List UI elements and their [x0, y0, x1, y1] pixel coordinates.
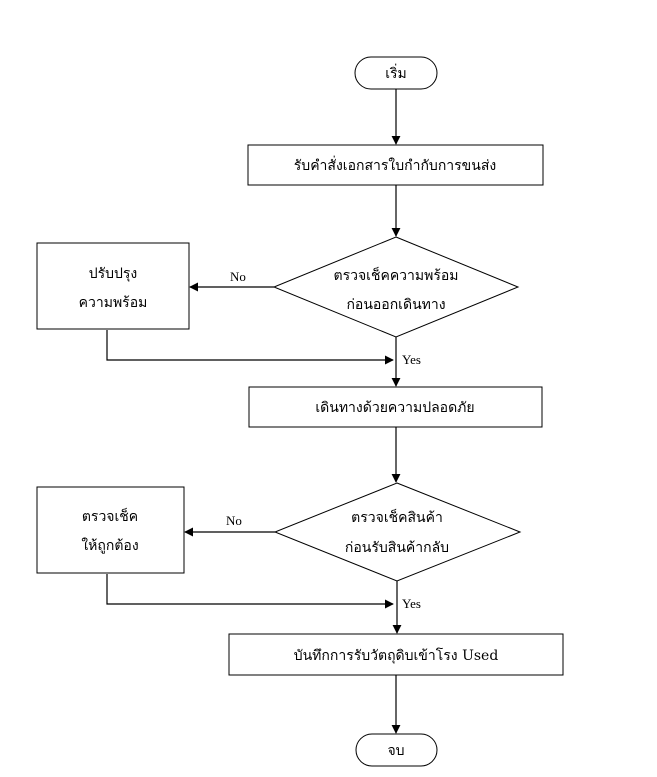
record-receipt-label: บันทึกการรับวัตถุดิบเข้าโรง Used	[294, 647, 499, 664]
check-goods-line-2: ก่อนรับสินค้ากลับ	[345, 540, 449, 556]
travel-safely-process: เดินทางด้วยความปลอดภัย	[248, 386, 543, 428]
yes-label-1: Yes	[402, 352, 421, 367]
check-ready-line-2: ก่อนออกเดินทาง	[346, 297, 445, 313]
connector-verify-return	[106, 574, 394, 609]
no-label-1: No	[230, 269, 246, 284]
verify-correct-process: ตรวจเช็ค ให้ถูกต้อง	[36, 486, 185, 574]
start-node: เริ่ม	[354, 56, 438, 90]
yes-label-2: Yes	[402, 596, 421, 611]
improve-readiness-process: ปรับปรุง ความพร้อม	[36, 242, 190, 330]
start-label: เริ่ม	[385, 64, 407, 82]
improve-ready-line-1: ปรับปรุง	[89, 266, 138, 282]
check-ready-line-1: ตรวจเช็คความพร้อม	[333, 266, 458, 284]
improve-ready-line-2: ความพร้อม	[79, 295, 148, 311]
no-label-2: No	[226, 513, 242, 528]
travel-safe-label: เดินทางด้วยความปลอดภัย	[315, 400, 474, 416]
end-node: จบ	[355, 733, 438, 767]
receive-order-process: รับคำสั่งเอกสารใบกำกับการขนส่ง	[247, 144, 544, 186]
record-receipt-process: บันทึกการรับวัตถุดิบเข้าโรง Used	[228, 633, 564, 676]
check-readiness-decision: ตรวจเช็คความพร้อม ก่อนออกเดินทาง	[272, 236, 520, 338]
verify-correct-line-2: ให้ถูกต้อง	[81, 537, 138, 554]
check-goods-line-1: ตรวจเช็คสินค้า	[351, 508, 443, 526]
check-goods-decision: ตรวจเช็คสินค้า ก่อนรับสินค้ากลับ	[273, 482, 522, 582]
receive-order-label: รับคำสั่งเอกสารใบกำกับการขนส่ง	[294, 156, 496, 174]
verify-correct-line-1: ตรวจเช็ค	[82, 507, 138, 525]
connector-improve-return	[106, 330, 394, 365]
end-label: จบ	[387, 743, 404, 759]
